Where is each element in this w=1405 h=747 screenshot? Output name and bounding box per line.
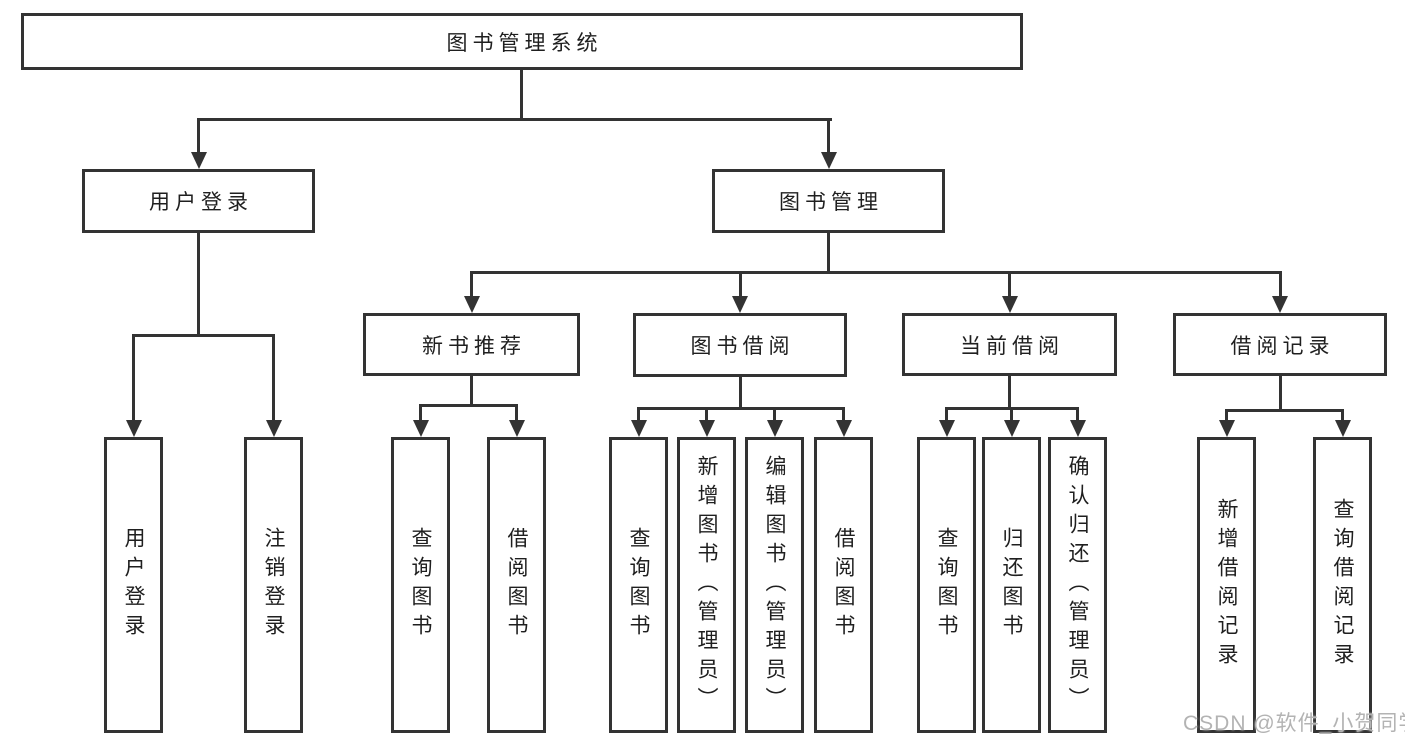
leaf-add-borrow-record-label: 新增借阅记录 bbox=[1215, 498, 1238, 672]
connector-line bbox=[1008, 374, 1011, 410]
leaf-logout-label: 注销登录 bbox=[262, 527, 285, 643]
arrow-down-icon bbox=[732, 296, 748, 313]
node-new-book-recommend: 新书推荐 bbox=[363, 313, 580, 376]
node-user-login-label: 用户登录 bbox=[149, 191, 253, 214]
connector-line bbox=[1010, 407, 1013, 423]
arrow-down-icon bbox=[1335, 420, 1351, 437]
leaf-recommend-borrow-book-label: 借阅图书 bbox=[505, 527, 528, 643]
connector-line bbox=[132, 334, 275, 337]
leaf-edit-book-admin-label: 编辑图书（管理员） bbox=[763, 454, 786, 716]
leaf-user-login-label: 用户登录 bbox=[122, 527, 145, 643]
arrow-down-icon bbox=[1002, 296, 1018, 313]
arrow-down-icon bbox=[699, 420, 715, 437]
node-root-system: 图书管理系统 bbox=[21, 13, 1023, 70]
arrow-down-icon bbox=[266, 420, 282, 437]
arrow-down-icon bbox=[1070, 420, 1086, 437]
arrow-down-icon bbox=[1219, 420, 1235, 437]
connector-line bbox=[419, 404, 422, 423]
leaf-user-login: 用户登录 bbox=[104, 437, 163, 733]
leaf-borrow-query-book: 查询图书 bbox=[609, 437, 668, 733]
leaf-return-book-label: 归还图书 bbox=[1000, 527, 1023, 643]
arrow-down-icon bbox=[1272, 296, 1288, 313]
connector-line bbox=[470, 271, 473, 299]
node-book-manage-label: 图书管理 bbox=[779, 191, 883, 214]
connector-line bbox=[520, 69, 523, 121]
leaf-add-book-admin-label: 新增图书（管理员） bbox=[695, 454, 718, 716]
connector-line bbox=[773, 407, 776, 423]
connector-line bbox=[945, 407, 948, 423]
connector-line bbox=[1279, 271, 1282, 299]
connector-line bbox=[272, 334, 275, 423]
connector-line bbox=[470, 271, 1282, 274]
leaf-logout: 注销登录 bbox=[244, 437, 303, 733]
csdn-watermark: CSDN @软件_小贺同学 bbox=[1183, 712, 1405, 735]
leaf-borrow-book: 借阅图书 bbox=[814, 437, 873, 733]
leaf-current-query-book-label: 查询图书 bbox=[935, 527, 958, 643]
leaf-borrow-query-book-label: 查询图书 bbox=[627, 527, 650, 643]
connector-line bbox=[197, 118, 200, 156]
connector-line bbox=[739, 374, 742, 410]
connector-line bbox=[827, 231, 830, 274]
node-new-book-recommend-label: 新书推荐 bbox=[422, 334, 526, 358]
arrow-down-icon bbox=[509, 420, 525, 437]
arrow-down-icon bbox=[767, 420, 783, 437]
node-book-manage: 图书管理 bbox=[712, 169, 945, 233]
connector-line bbox=[470, 374, 473, 407]
connector-line bbox=[637, 407, 845, 410]
leaf-add-book-admin: 新增图书（管理员） bbox=[677, 437, 736, 733]
leaf-recommend-query-book-label: 查询图书 bbox=[409, 527, 432, 643]
arrow-down-icon bbox=[126, 420, 142, 437]
leaf-query-borrow-record: 查询借阅记录 bbox=[1313, 437, 1372, 733]
node-current-borrow-label: 当前借阅 bbox=[960, 334, 1064, 358]
leaf-edit-book-admin: 编辑图书（管理员） bbox=[745, 437, 804, 733]
connector-line bbox=[827, 118, 830, 156]
node-user-login: 用户登录 bbox=[82, 169, 315, 233]
connector-line bbox=[1341, 409, 1344, 423]
arrow-down-icon bbox=[821, 152, 837, 169]
connector-line bbox=[705, 407, 708, 423]
connector-line bbox=[1076, 407, 1079, 423]
leaf-query-borrow-record-label: 查询借阅记录 bbox=[1331, 498, 1354, 672]
arrow-down-icon bbox=[631, 420, 647, 437]
arrow-down-icon bbox=[1004, 420, 1020, 437]
connector-line bbox=[637, 407, 640, 423]
leaf-confirm-return-admin: 确认归还（管理员） bbox=[1048, 437, 1107, 733]
leaf-return-book: 归还图书 bbox=[982, 437, 1041, 733]
leaf-current-query-book: 查询图书 bbox=[917, 437, 976, 733]
node-borrow-record: 借阅记录 bbox=[1173, 313, 1387, 376]
connector-line bbox=[1225, 409, 1344, 412]
connector-line bbox=[419, 404, 518, 407]
connector-line bbox=[842, 407, 845, 423]
node-root-label: 图书管理系统 bbox=[446, 31, 603, 55]
arrow-down-icon bbox=[836, 420, 852, 437]
connector-line bbox=[515, 404, 518, 423]
leaf-borrow-book-label: 借阅图书 bbox=[832, 527, 855, 643]
arrow-down-icon bbox=[464, 296, 480, 313]
connector-line bbox=[1225, 409, 1228, 423]
connector-line bbox=[1279, 374, 1282, 412]
arrow-down-icon bbox=[413, 420, 429, 437]
arrow-down-icon bbox=[191, 152, 207, 169]
leaf-confirm-return-admin-label: 确认归还（管理员） bbox=[1066, 454, 1089, 716]
node-book-borrow: 图书借阅 bbox=[633, 313, 847, 377]
connector-line bbox=[197, 231, 200, 337]
node-current-borrow: 当前借阅 bbox=[902, 313, 1117, 376]
connector-line bbox=[1008, 271, 1011, 299]
connector-line bbox=[197, 118, 832, 121]
leaf-add-borrow-record: 新增借阅记录 bbox=[1197, 437, 1256, 733]
node-borrow-record-label: 借阅记录 bbox=[1230, 334, 1335, 358]
arrow-down-icon bbox=[939, 420, 955, 437]
connector-line bbox=[132, 334, 135, 423]
leaf-recommend-borrow-book: 借阅图书 bbox=[487, 437, 546, 733]
leaf-recommend-query-book: 查询图书 bbox=[391, 437, 450, 733]
node-book-borrow-label: 图书借阅 bbox=[690, 335, 795, 358]
connector-line bbox=[739, 271, 742, 299]
